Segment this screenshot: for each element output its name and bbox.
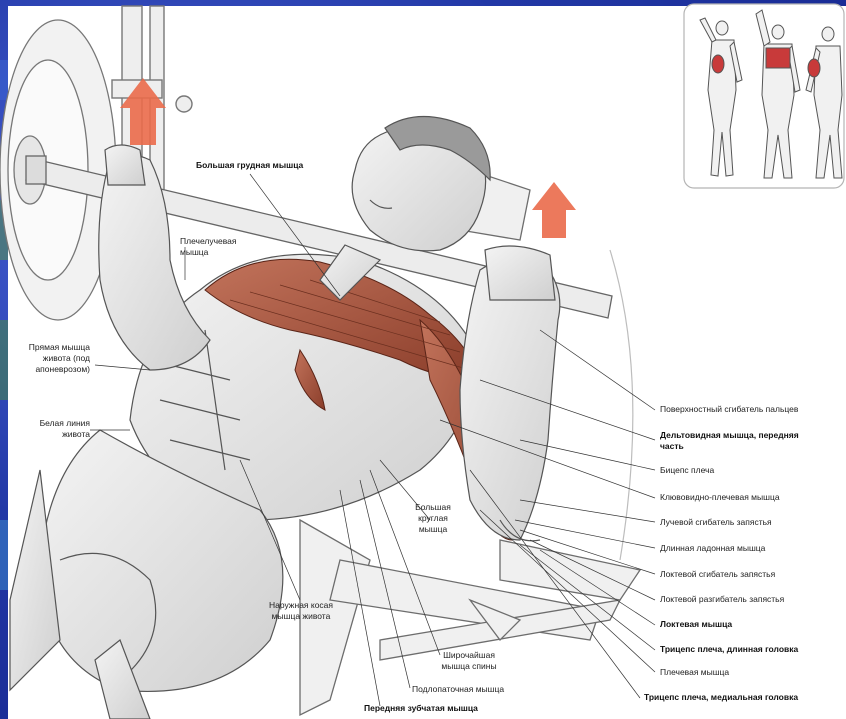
label-linea-alba: Белая линия живота <box>20 418 90 440</box>
label-extensor-carpi-ulnaris: Локтевой разгибатель запястья <box>660 594 784 605</box>
label-flexor-carpi-radialis: Лучевой сгибатель запястья <box>660 517 772 528</box>
label-pectoralis-major: Большая грудная мышца <box>196 160 303 171</box>
label-latissimus-dorsi: Широчайшая мышца спины <box>430 650 508 672</box>
label-deltoid-anterior: Дельтовидная мышца, передняя часть <box>660 430 810 452</box>
label-brachioradialis: Плечелучевая мышца <box>180 236 260 258</box>
label-external-oblique: Наружная косая мышца живота <box>262 600 340 622</box>
label-subscapularis: Подлопаточная мышца <box>412 684 504 695</box>
inset-figures <box>684 4 844 188</box>
label-coracobrachialis: Клювовидно-плечевая мышца <box>660 492 780 503</box>
label-anconeus: Локтевая мышца <box>660 619 732 630</box>
label-teres-major: Большая круглая мышца <box>405 502 461 535</box>
label-serratus-anterior: Передняя зубчатая мышца <box>364 703 478 714</box>
label-flexor-carpi-ulnaris: Локтевой сгибатель запястья <box>660 569 775 580</box>
label-biceps: Бицепс плеча <box>660 465 714 476</box>
label-palmaris-longus: Длинная ладонная мышца <box>660 543 765 554</box>
label-rectus-abdominis: Прямая мышца живота (под апоневрозом) <box>20 342 90 375</box>
label-triceps-long: Трицепс плеча, длинная головка <box>660 644 798 655</box>
label-flexor-superficialis: Поверхностный сгибатель пальцев <box>660 404 798 415</box>
label-brachialis: Плечевая мышца <box>660 667 729 678</box>
label-triceps-medial: Трицепс плеча, медиальная головка <box>644 692 798 703</box>
